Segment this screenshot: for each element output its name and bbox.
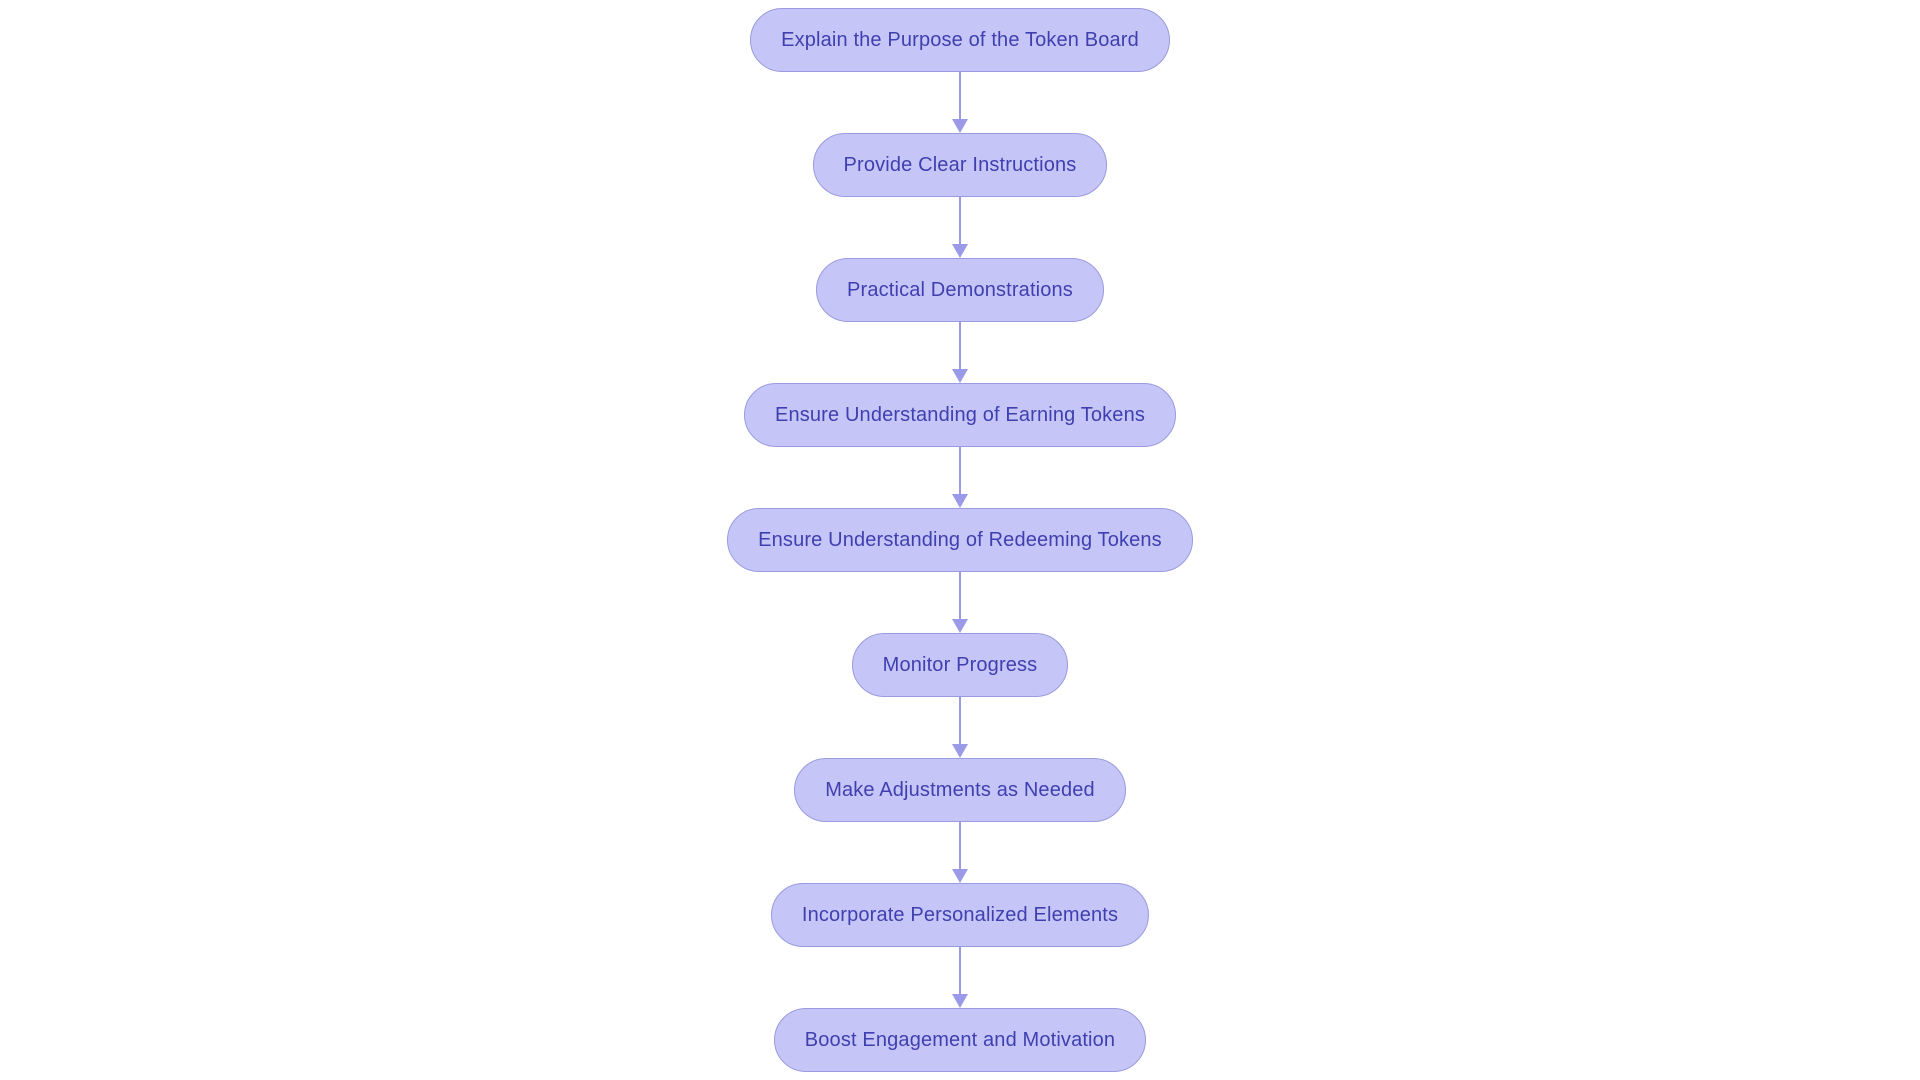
flowchart-node-8[interactable]: Incorporate Personalized Elements (770, 883, 1150, 947)
flowchart-node-6[interactable]: Monitor Progress (851, 633, 1069, 697)
arrow-down-icon (952, 869, 968, 883)
arrow-down-icon (952, 494, 968, 508)
arrow-down-icon (952, 619, 968, 633)
edge-line (959, 822, 961, 871)
flowchart-edge-3-to-4 (948, 322, 972, 383)
flowchart-node-8-label: Incorporate Personalized Elements (801, 904, 1119, 926)
flowchart-edge-8-to-9 (948, 947, 972, 1008)
arrow-down-icon (952, 994, 968, 1008)
edge-line (959, 947, 961, 996)
edge-line (959, 447, 961, 496)
flowchart-node-7[interactable]: Make Adjustments as Needed (794, 758, 1126, 822)
flowchart-edge-7-to-8 (948, 822, 972, 883)
flowchart-node-2-label: Provide Clear Instructions (843, 154, 1077, 176)
arrow-down-icon (952, 244, 968, 258)
flowchart-edge-4-to-5 (948, 447, 972, 508)
flowchart-node-3-label: Practical Demonstrations (847, 279, 1073, 301)
flowchart-node-1[interactable]: Explain the Purpose of the Token Board (750, 8, 1170, 72)
flowchart-node-9[interactable]: Boost Engagement and Motivation (773, 1008, 1147, 1072)
arrow-down-icon (952, 744, 968, 758)
edge-line (959, 322, 961, 371)
flowchart-node-5[interactable]: Ensure Understanding of Redeeming Tokens (727, 508, 1193, 572)
flowchart-node-3[interactable]: Practical Demonstrations (816, 258, 1104, 322)
flowchart-edge-6-to-7 (948, 697, 972, 758)
flowchart-node-4[interactable]: Ensure Understanding of Earning Tokens (743, 383, 1176, 447)
flowchart-node-1-label: Explain the Purpose of the Token Board (781, 29, 1139, 51)
flowchart-node-5-label: Ensure Understanding of Redeeming Tokens (758, 529, 1162, 551)
arrow-down-icon (952, 119, 968, 133)
flowchart-node-9-label: Boost Engagement and Motivation (804, 1029, 1116, 1051)
edge-line (959, 572, 961, 621)
flowchart-node-6-label: Monitor Progress (882, 654, 1038, 676)
arrow-down-icon (952, 369, 968, 383)
edge-line (959, 72, 961, 121)
flowchart-edge-1-to-2 (948, 72, 972, 133)
edge-line (959, 197, 961, 246)
flowchart-node-7-label: Make Adjustments as Needed (825, 779, 1095, 801)
edge-line (959, 697, 961, 746)
flowchart-edge-2-to-3 (948, 197, 972, 258)
flowchart-node-4-label: Ensure Understanding of Earning Tokens (774, 404, 1145, 426)
flowchart-node-2[interactable]: Provide Clear Instructions (812, 133, 1108, 197)
flowchart-edge-5-to-6 (948, 572, 972, 633)
